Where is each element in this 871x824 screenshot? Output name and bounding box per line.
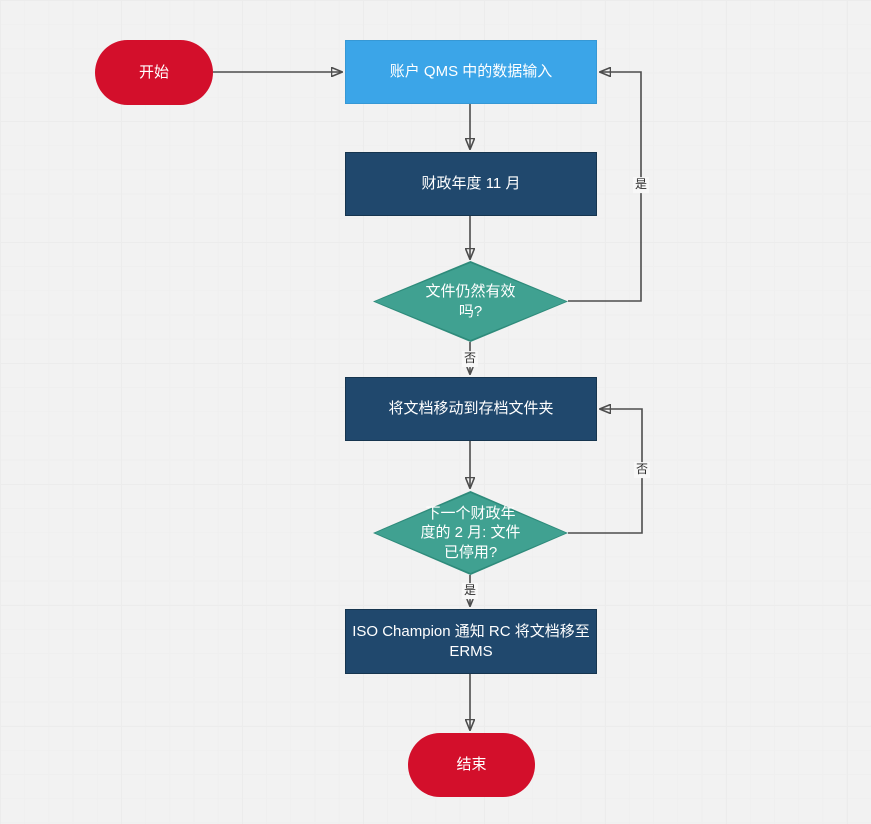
node-decision-next-fiscal[interactable]: 下一个财政年度的 2 月: 文件已停用? xyxy=(373,491,568,575)
node-label: 将文档移动到存档文件夹 xyxy=(388,400,554,418)
edge-label-no-down: 否 xyxy=(461,351,479,367)
node-label: 下一个财政年度的 2 月: 文件已停用? xyxy=(420,504,521,561)
edge-label-no-loop: 否 xyxy=(633,462,651,478)
node-end[interactable]: 结束 xyxy=(408,733,535,797)
edge-label-yes-loop: 是 xyxy=(632,177,650,193)
node-label: 结束 xyxy=(456,756,487,774)
edge-label-yes-down: 是 xyxy=(461,583,479,599)
node-label: 财政年度 11 月 xyxy=(421,175,521,193)
node-label: 开始 xyxy=(138,63,169,81)
node-move-to-archive[interactable]: 将文档移动到存档文件夹 xyxy=(345,377,597,441)
node-label: ISO Champion 通知 RC 将文档移至 ERMS xyxy=(352,623,590,660)
node-notify-erms[interactable]: ISO Champion 通知 RC 将文档移至 ERMS xyxy=(345,609,597,674)
node-start[interactable]: 开始 xyxy=(95,40,213,105)
node-decision-still-valid[interactable]: 文件仍然有效吗? xyxy=(373,261,568,342)
node-label: 账户 QMS 中的数据输入 xyxy=(389,63,553,81)
node-label: 文件仍然有效吗? xyxy=(425,283,516,320)
node-data-input[interactable]: 账户 QMS 中的数据输入 xyxy=(345,40,597,104)
node-fiscal-november[interactable]: 财政年度 11 月 xyxy=(345,152,597,216)
